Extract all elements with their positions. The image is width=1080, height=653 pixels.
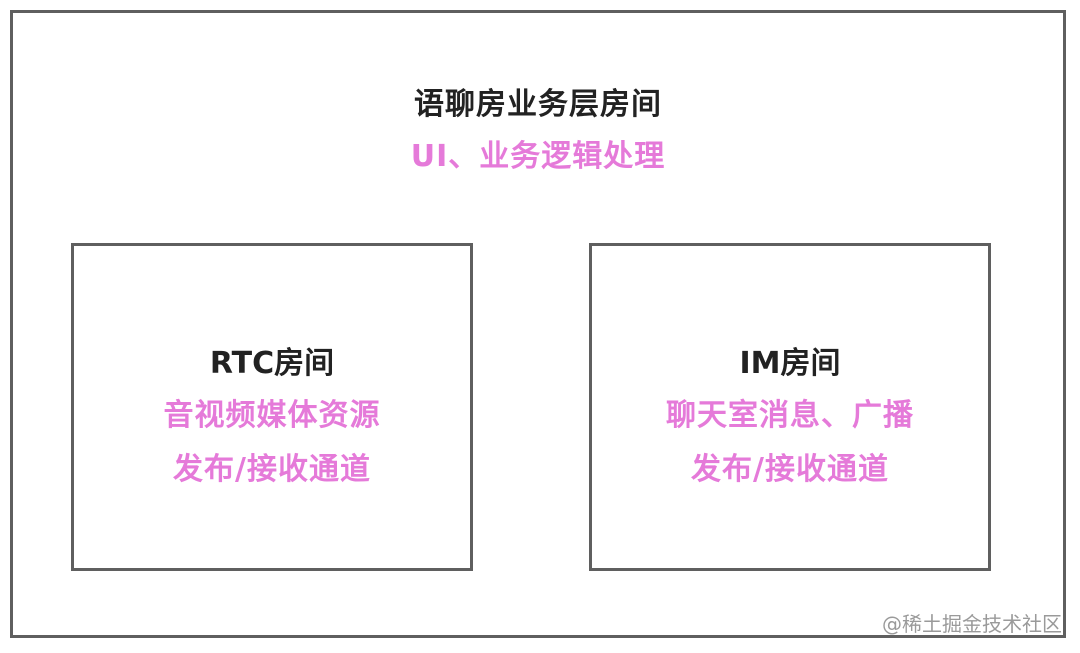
rtc-room-title: RTC房间	[209, 346, 335, 381]
im-room-line-1: 聊天室消息、广播	[666, 398, 914, 433]
rtc-room-line-1: 音视频媒体资源	[163, 398, 381, 433]
im-room-title: IM房间	[739, 346, 841, 381]
watermark-text: @稀土掘金技术社区	[882, 612, 1062, 636]
im-room-box: IM房间 聊天室消息、广播 发布/接收通道	[589, 243, 991, 571]
business-layer-room-subtitle: UI、业务逻辑处理	[410, 139, 666, 174]
rtc-room-box: RTC房间 音视频媒体资源 发布/接收通道	[71, 243, 473, 571]
business-layer-room-box: 语聊房业务层房间 UI、业务逻辑处理 RTC房间 音视频媒体资源 发布/接收通道…	[10, 10, 1066, 638]
im-room-line-2: 发布/接收通道	[691, 452, 889, 487]
business-layer-room-title: 语聊房业务层房间	[414, 87, 662, 122]
rtc-room-line-2: 发布/接收通道	[173, 452, 371, 487]
